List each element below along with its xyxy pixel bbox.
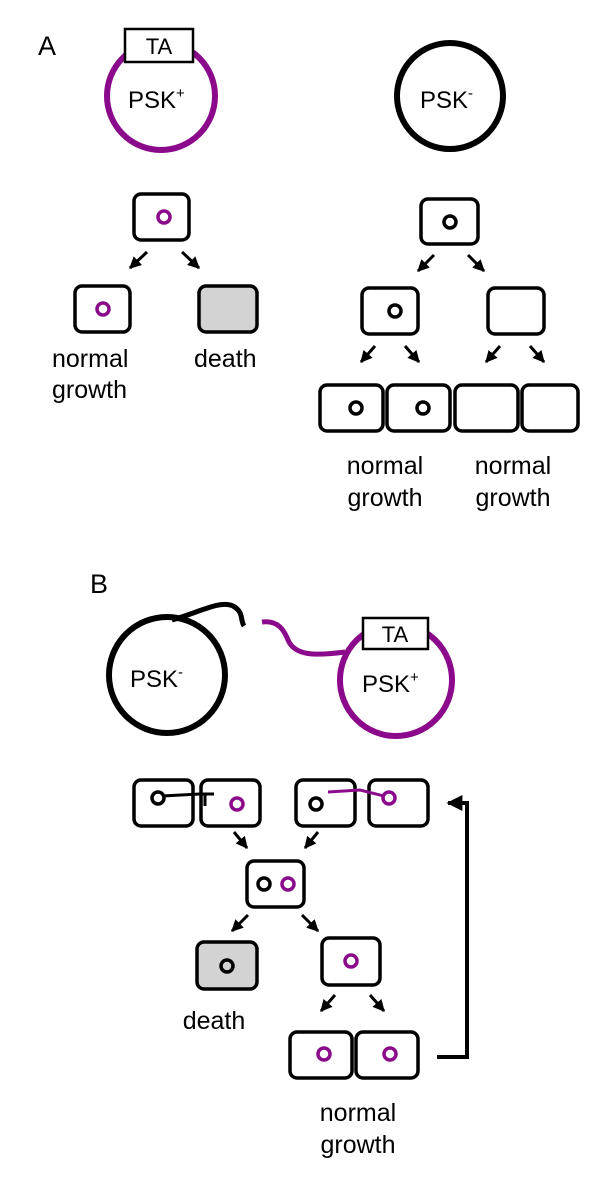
arrow bbox=[319, 994, 337, 1012]
conjugating-pair-right bbox=[294, 778, 430, 828]
grandchild-cell bbox=[318, 383, 385, 433]
transconjugant-cell bbox=[245, 859, 306, 909]
psk-minus-plasmid-b: PSK- bbox=[106, 601, 247, 736]
arrow bbox=[359, 345, 377, 363]
ta-box-b bbox=[361, 616, 430, 651]
panel-b-label: B bbox=[90, 569, 108, 599]
dead-cell-b bbox=[195, 940, 259, 991]
psk-plus-plasmid-b: TA PSK+ bbox=[261, 616, 455, 739]
daughter-cell-b bbox=[354, 1030, 420, 1080]
conjugation-pilus bbox=[261, 619, 346, 657]
psk-minus-label-b: PSK- bbox=[130, 664, 183, 693]
outcome-label: growth bbox=[320, 1131, 395, 1159]
arrow bbox=[180, 250, 201, 270]
psk-minus-plasmid: PSK- bbox=[394, 40, 506, 152]
left-dead-cell bbox=[197, 284, 259, 334]
outcome-label: normal bbox=[475, 452, 551, 480]
outcome-label: death bbox=[194, 345, 257, 373]
conjugation-pilus bbox=[171, 601, 247, 628]
ta-label-b: TA bbox=[382, 622, 409, 647]
arrow bbox=[416, 253, 436, 273]
outcome-label: growth bbox=[52, 376, 127, 404]
arrow bbox=[300, 913, 320, 933]
grandchild-cell bbox=[385, 383, 452, 433]
outcome-label: normal bbox=[347, 452, 423, 480]
arrow bbox=[232, 831, 249, 849]
right-child-cell-empty bbox=[486, 286, 546, 336]
arrow bbox=[230, 913, 250, 933]
outcome-label: death bbox=[183, 1007, 246, 1035]
arrow bbox=[466, 253, 486, 273]
psk-minus-label: PSK- bbox=[420, 85, 473, 114]
arrow bbox=[128, 250, 149, 270]
outcome-label: normal bbox=[52, 345, 128, 373]
left-parent-cell bbox=[132, 192, 191, 242]
left-survivor-cell bbox=[73, 284, 132, 334]
arrow bbox=[303, 831, 320, 849]
right-parent-cell bbox=[419, 197, 480, 246]
right-child-cell-with-plasmid bbox=[360, 286, 420, 336]
arrow bbox=[528, 345, 546, 363]
grandchild-cell bbox=[520, 383, 580, 433]
outcome-label: growth bbox=[475, 484, 550, 512]
psk-plus-label: PSK+ bbox=[128, 85, 185, 114]
psk-plus-label-b: PSK+ bbox=[362, 669, 419, 698]
arrow bbox=[368, 994, 386, 1012]
conjugating-pair-left bbox=[132, 778, 262, 828]
arrow bbox=[403, 345, 421, 363]
grandchild-cell bbox=[453, 383, 520, 433]
daughter-cell-b bbox=[288, 1030, 354, 1080]
ta-box bbox=[123, 27, 195, 64]
feedback-loop-arrow bbox=[437, 795, 469, 1059]
outcome-label: normal bbox=[320, 1099, 396, 1127]
ta-label: TA bbox=[146, 34, 173, 59]
psk-plus-plasmid: TA PSK+ bbox=[104, 27, 218, 153]
arrow bbox=[484, 345, 502, 363]
surviving-cell-b bbox=[320, 936, 382, 987]
panel-a-label: A bbox=[38, 31, 56, 61]
outcome-label: growth bbox=[347, 484, 422, 512]
